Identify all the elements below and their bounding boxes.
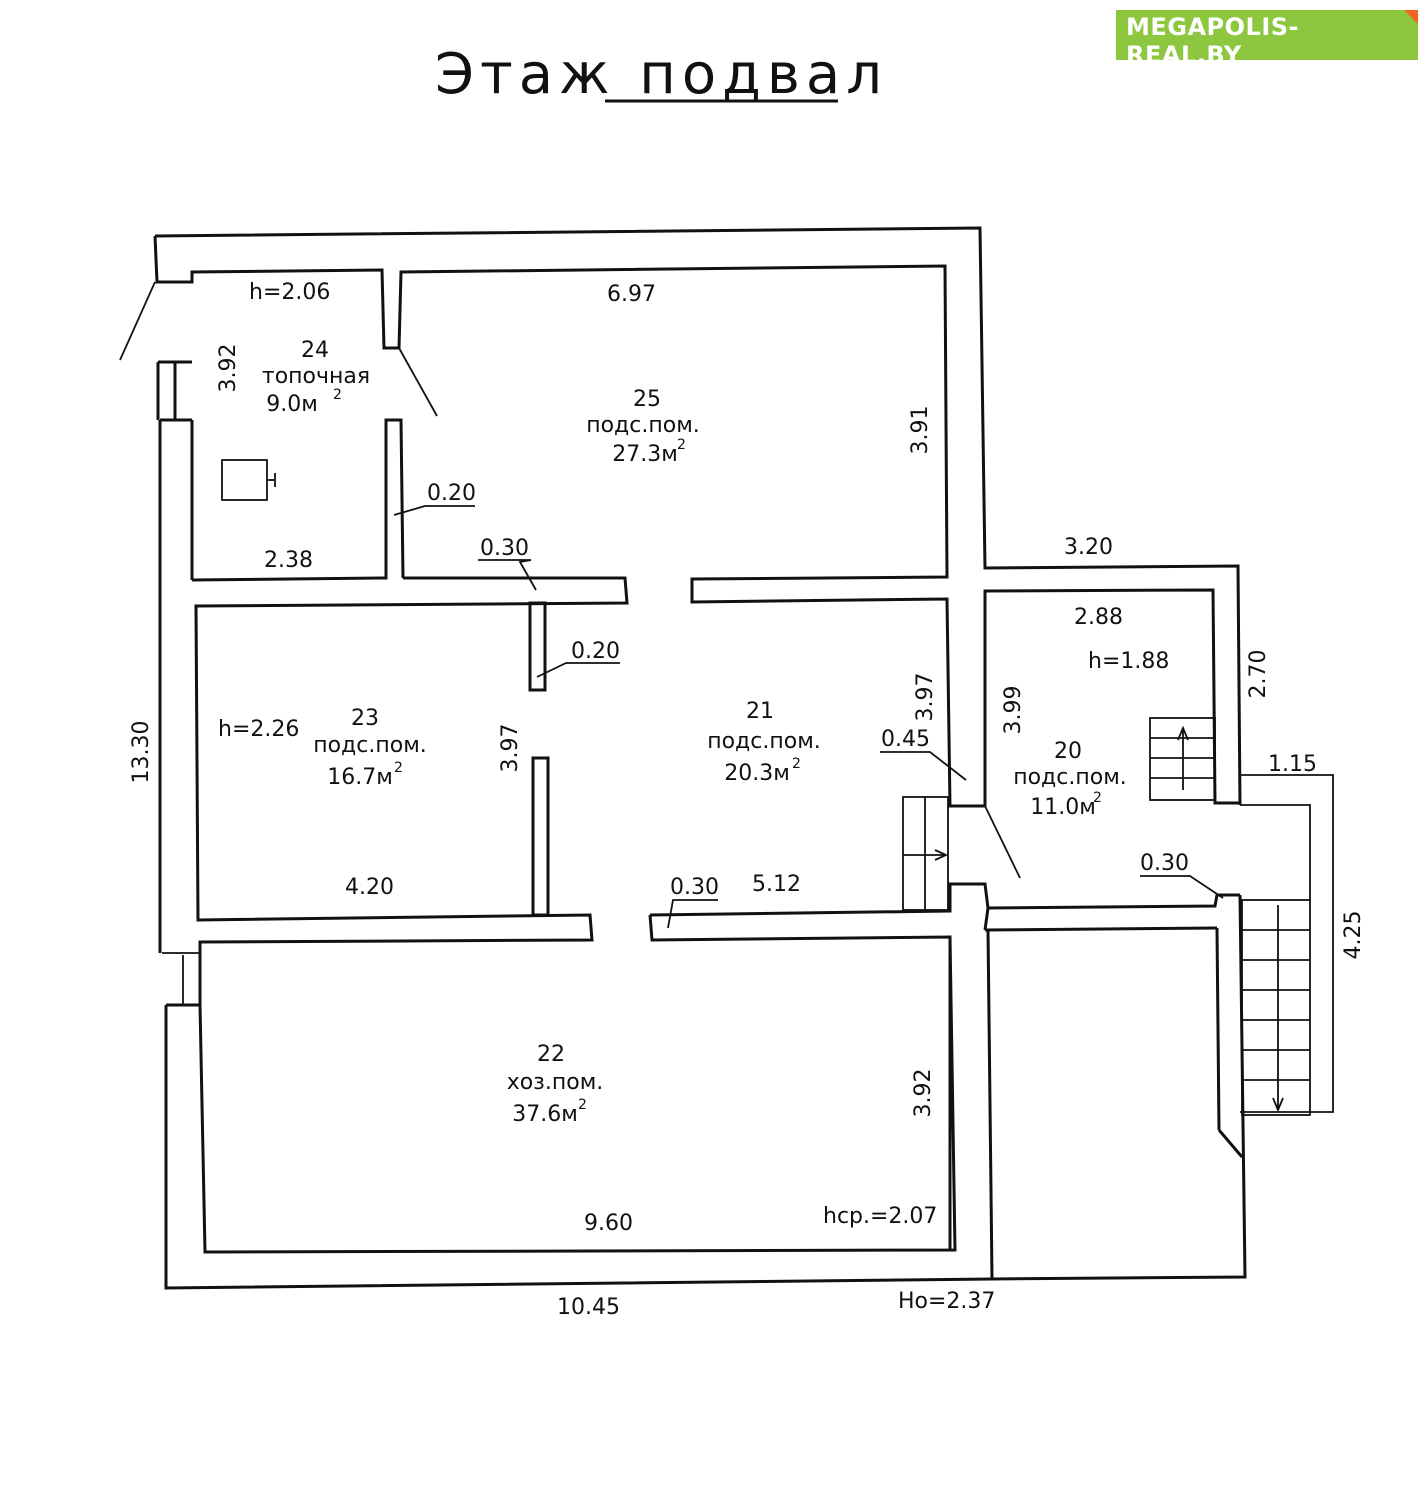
room-height: h=1.88 bbox=[1088, 649, 1169, 674]
megapolis-logo[interactable]: MEGAPOLIS-REAL.BY портал о коммерческой … bbox=[1116, 10, 1418, 81]
dim-2-38: 2.38 bbox=[264, 548, 313, 573]
room-area-sup: 2 bbox=[677, 437, 686, 453]
dim-0-45: 0.45 bbox=[881, 727, 930, 752]
room-21-label: 21 подс.пом. 20.3м 2 bbox=[707, 699, 821, 786]
boiler-icon bbox=[221, 459, 276, 501]
room-name: подс.пом. bbox=[1013, 765, 1127, 790]
room-area-sup: 2 bbox=[578, 1097, 587, 1113]
dim-6-97: 6.97 bbox=[607, 282, 656, 307]
window-left-bottom bbox=[162, 952, 200, 1005]
room-number: 23 bbox=[351, 706, 379, 731]
dim-0-30-c: 0.30 bbox=[1140, 851, 1189, 876]
dim-0-30-a: 0.30 bbox=[480, 536, 529, 561]
dim-1-15: 1.15 bbox=[1268, 752, 1317, 777]
door-swings bbox=[119, 281, 1021, 879]
room-area: 20.3м bbox=[724, 761, 790, 786]
dim-2-88: 2.88 bbox=[1074, 605, 1123, 630]
dim-13-30: 13.30 bbox=[129, 721, 154, 784]
dim-5-12: 5.12 bbox=[752, 872, 801, 897]
room-name: хоз.пом. bbox=[507, 1070, 604, 1095]
room-area-sup: 2 bbox=[333, 387, 342, 403]
room-area: 11.0м bbox=[1030, 795, 1096, 820]
ground-height: Но=2.37 bbox=[898, 1289, 995, 1314]
stairs-exterior bbox=[1240, 774, 1334, 1116]
room-area: 16.7м bbox=[327, 765, 393, 790]
room-name: топочная bbox=[262, 364, 370, 389]
room-height: hср.=2.07 bbox=[823, 1204, 937, 1229]
room-number: 20 bbox=[1054, 739, 1082, 764]
logo-tagline: портал о коммерческой недвижимости в Бел… bbox=[1126, 70, 1396, 81]
room-name: подс.пом. bbox=[586, 413, 700, 438]
dim-4-25: 4.25 bbox=[1341, 911, 1366, 960]
room-23-label: 23 подс.пом. 16.7м 2 h=2.26 bbox=[218, 706, 427, 790]
room-20-label: 20 подс.пом. 11.0м 2 h=1.88 bbox=[1013, 649, 1169, 820]
room-area-sup: 2 bbox=[1093, 790, 1102, 806]
outer-walls bbox=[153, 226, 1247, 1290]
dim-10-45: 10.45 bbox=[557, 1295, 620, 1320]
room-number: 22 bbox=[537, 1042, 565, 1067]
room-name: подс.пом. bbox=[313, 733, 427, 758]
room-number: 24 bbox=[301, 338, 329, 363]
room-25-label: 25 подс.пом. 27.3м 2 bbox=[586, 387, 700, 467]
dim-3-97-room23: 3.97 bbox=[498, 724, 523, 773]
dim-3-97-room21: 3.97 bbox=[913, 673, 938, 722]
dim-3-92-room22: 3.92 bbox=[911, 1069, 936, 1118]
room-area: 37.6м bbox=[512, 1102, 578, 1127]
dim-3-91: 3.91 bbox=[908, 406, 933, 455]
dim-0-20-b: 0.20 bbox=[571, 639, 620, 664]
room-height: h=2.26 bbox=[218, 717, 299, 742]
room-area: 9.0м bbox=[266, 392, 318, 417]
room-number: 25 bbox=[633, 387, 661, 412]
room-24-label: 24 топочная 9.0м 2 h=2.06 bbox=[249, 280, 370, 417]
logo-corner-icon bbox=[1404, 10, 1418, 24]
room-22-label: 22 хоз.пом. 37.6м 2 hср.=2.07 bbox=[507, 1042, 938, 1229]
logo-brand: MEGAPOLIS-REAL.BY bbox=[1126, 13, 1300, 69]
stairs-room-21 bbox=[902, 796, 949, 911]
dim-0-20-a: 0.20 bbox=[427, 481, 476, 506]
dim-2-70: 2.70 bbox=[1246, 650, 1271, 699]
dim-4-20: 4.20 bbox=[345, 875, 394, 900]
dim-0-30-b: 0.30 bbox=[670, 875, 719, 900]
middle-walls bbox=[194, 576, 1244, 1254]
room-area: 27.3м bbox=[612, 442, 678, 467]
dim-3-99: 3.99 bbox=[1001, 686, 1026, 735]
dimension-labels: 3.92 2.38 6.97 3.91 0.20 0.30 0.20 3.97 … bbox=[129, 282, 1366, 1320]
plan-title: Этаж подвал bbox=[435, 42, 888, 107]
room-area-sup: 2 bbox=[792, 756, 801, 772]
room-height: h=2.06 bbox=[249, 280, 330, 305]
stairs-room-20 bbox=[1149, 717, 1216, 801]
dim-9-60: 9.60 bbox=[584, 1211, 633, 1236]
room-name: подс.пом. bbox=[707, 729, 821, 754]
leader-lines bbox=[393, 505, 1224, 929]
dim-3-20: 3.20 bbox=[1064, 535, 1113, 560]
room-number: 21 bbox=[746, 699, 774, 724]
dim-3-92-room24: 3.92 bbox=[216, 344, 241, 393]
room-24-walls bbox=[156, 362, 405, 582]
room-area-sup: 2 bbox=[394, 760, 403, 776]
